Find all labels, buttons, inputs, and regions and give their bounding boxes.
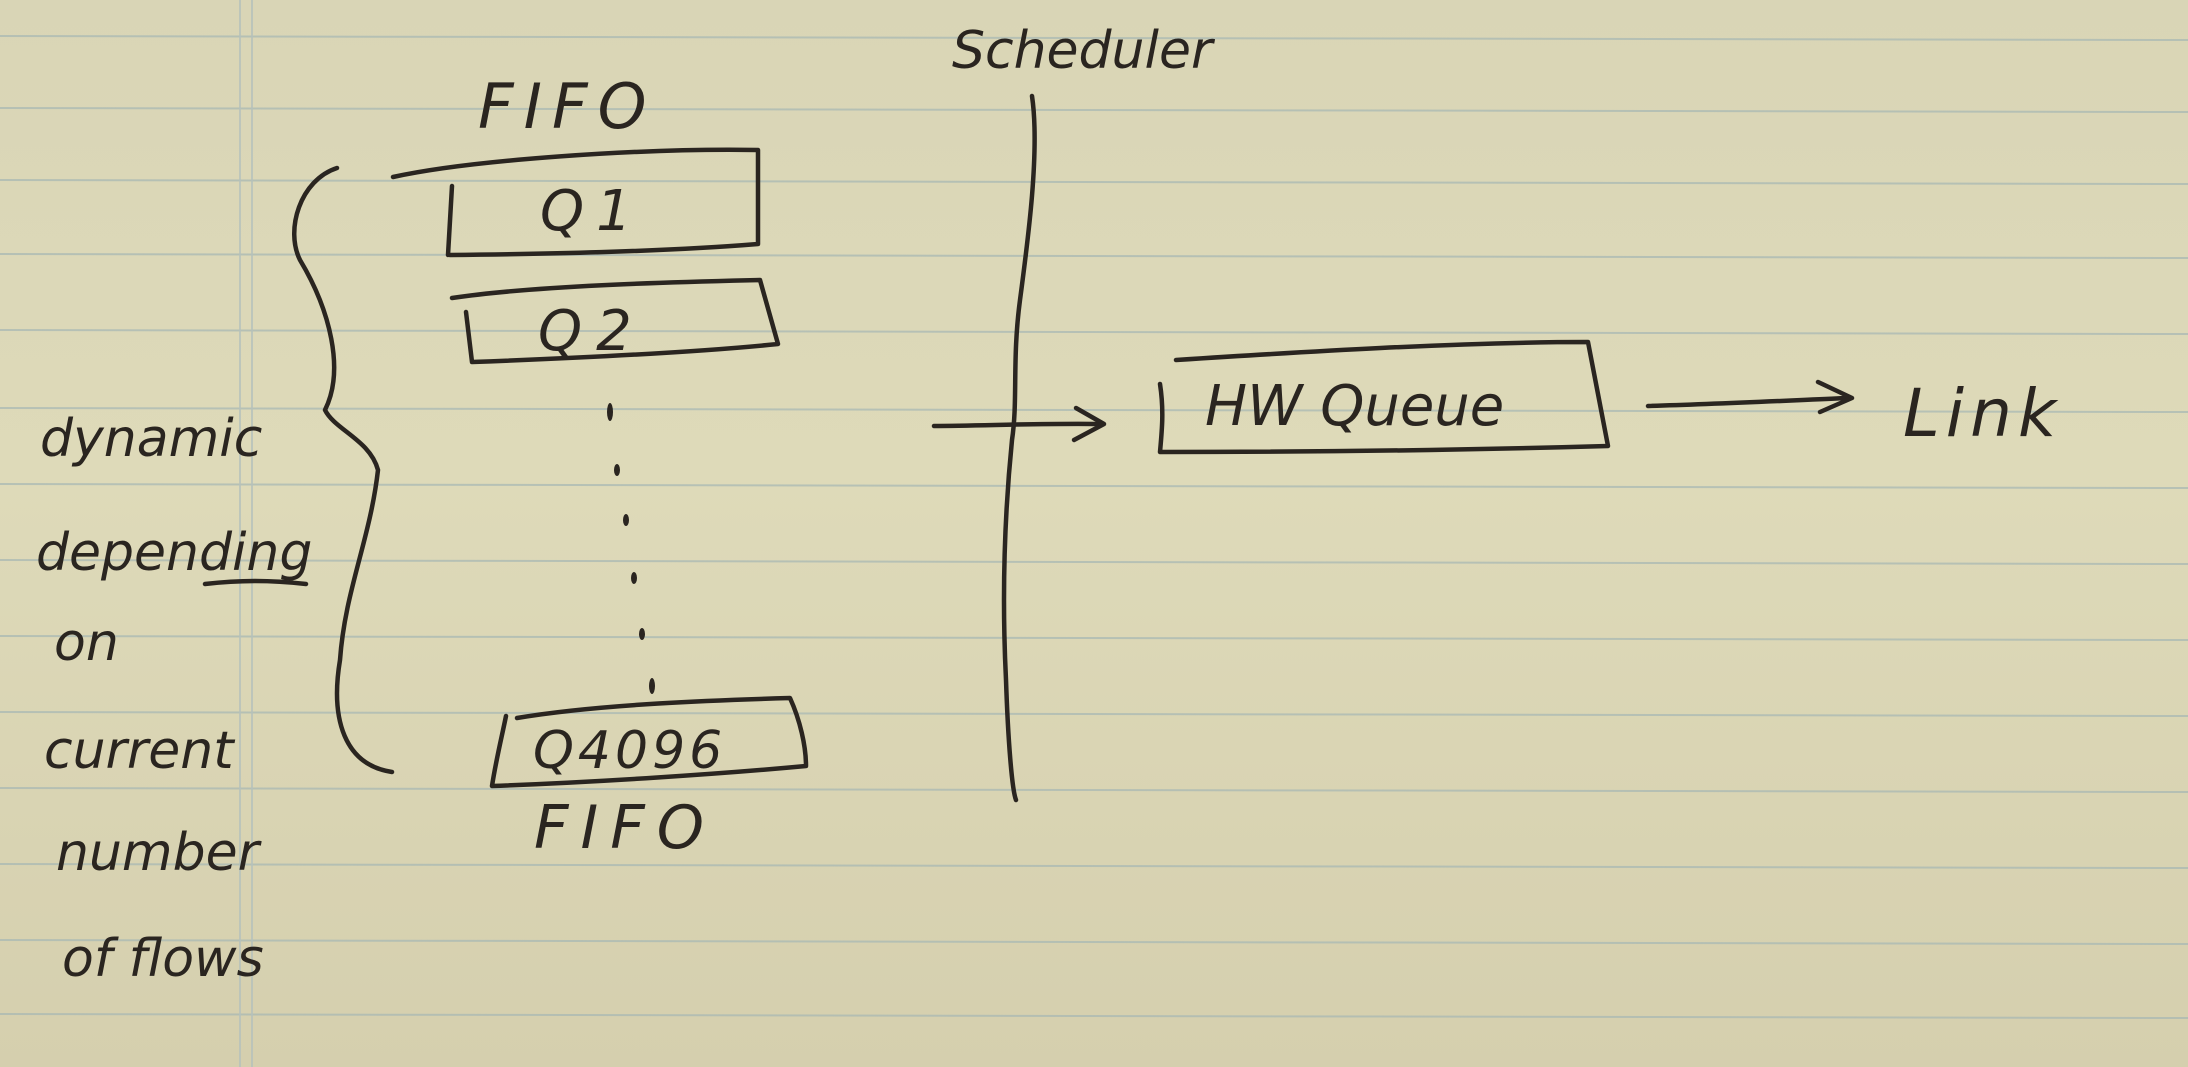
queue-q4096: Q4096 — [489, 695, 809, 789]
queue-q4096-box — [489, 695, 809, 789]
fifo-bottom-label: FIFO — [534, 793, 716, 863]
brace-note-line-1: dynamic — [40, 409, 262, 469]
fifo-top-label: FIFO — [478, 70, 656, 143]
link-label: Link — [1903, 375, 2062, 452]
brace-note-line-5: number — [56, 823, 263, 883]
hw-queue-box — [1157, 339, 1611, 455]
queue-q4096-label: Q4096 — [533, 721, 726, 781]
hw-queue: HW Queue — [1157, 339, 1611, 455]
queue-q1-label: Q1 — [540, 179, 644, 244]
brace-note-line-4: current — [44, 721, 235, 781]
queue-q1: Q1 — [390, 147, 761, 258]
ruled-lines — [0, 35, 2188, 1019]
brace-note-line-2: depending — [36, 523, 312, 583]
brace-note-underline — [202, 578, 309, 587]
queue-q2: Q2 — [449, 277, 781, 365]
brace-note-line-3: on — [54, 613, 119, 673]
scheduler-divider — [1001, 93, 1037, 803]
outgoing-arrow — [1645, 379, 1855, 415]
incoming-arrow — [931, 405, 1107, 443]
hw-queue-label: HW Queue — [1205, 374, 1504, 439]
margin-lines — [239, 0, 253, 1067]
queue-q1-box — [390, 147, 761, 258]
brace-note-line-6: of flows — [62, 929, 264, 989]
queue-q2-box — [449, 277, 781, 365]
curly-brace — [292, 165, 395, 775]
scheduler-label: Scheduler — [952, 21, 1216, 81]
brace-note: dynamic depending on current number of f… — [36, 409, 312, 989]
continuation-dots — [607, 403, 655, 694]
queue-q2-label: Q2 — [538, 299, 646, 364]
